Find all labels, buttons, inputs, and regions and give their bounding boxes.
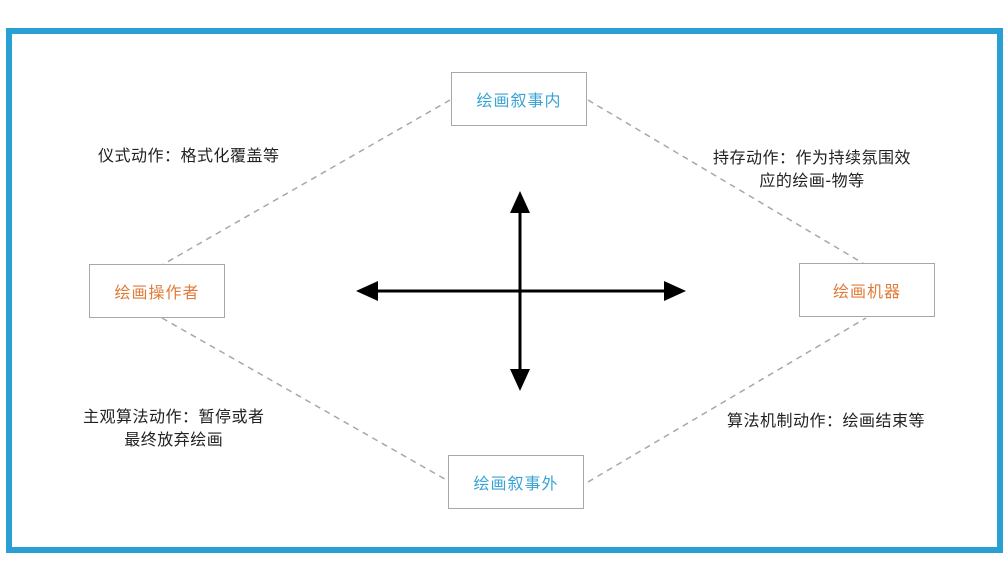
label-ritual-action: 仪式动作：格式化覆盖等: [98, 146, 280, 165]
arrow-left-head: [356, 281, 378, 301]
connector-bottom-right: [587, 317, 867, 483]
arrow-right-head: [664, 281, 686, 301]
node-painting-machine: 绘画机器: [799, 263, 935, 317]
connector-top-right: [587, 99, 867, 266]
node-painting-operator: 绘画操作者: [89, 264, 225, 318]
node-narrative-inside: 绘画叙事内: [451, 72, 587, 126]
arrow-down-head: [510, 369, 530, 391]
arrow-up-head: [510, 191, 530, 213]
label-algorithm-mechanism-action: 算法机制动作：绘画结束等: [727, 411, 926, 430]
label-sustain-action-line1: 持存动作：作为持续氛围效: [713, 148, 912, 167]
connector-bottom-left: [161, 317, 451, 483]
label-subjective-algorithm-action-line2: 最终放弃绘画: [124, 430, 224, 449]
label-subjective-algorithm-action: 主观算法动作：暂停或者 最终放弃绘画: [83, 405, 265, 451]
connector-top-left: [161, 99, 451, 266]
label-sustain-action: 持存动作：作为持续氛围效 应的绘画-物等: [713, 146, 911, 192]
label-subjective-algorithm-action-line1: 主观算法动作：暂停或者: [83, 407, 265, 426]
label-sustain-action-line2: 应的绘画-物等: [759, 171, 865, 190]
node-narrative-outside: 绘画叙事外: [448, 455, 584, 509]
